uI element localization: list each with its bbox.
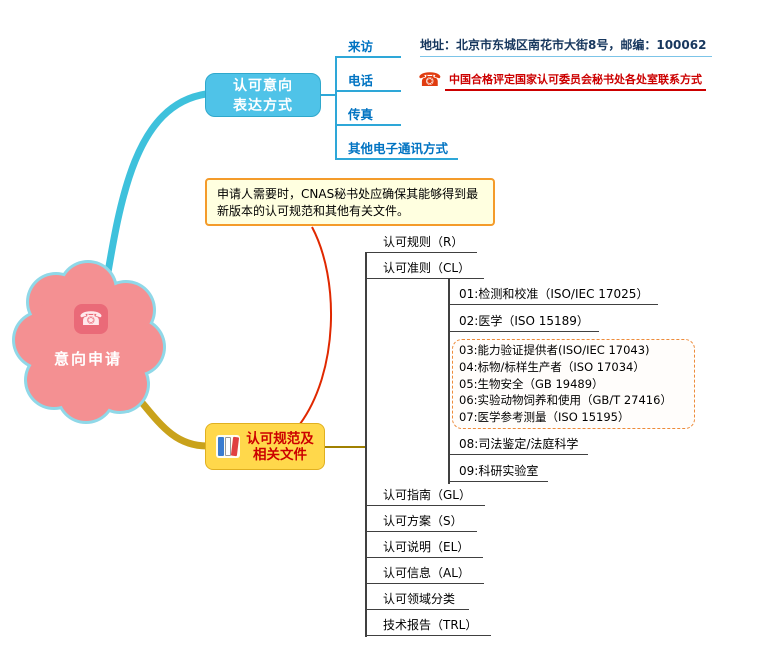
branch-line-documents xyxy=(108,368,211,450)
contact-info-link[interactable]: 中国合格评定国家认可委员会秘书处各处室联系方式 xyxy=(445,70,706,91)
book-blue xyxy=(218,437,225,456)
topic-field-classification[interactable]: 认可领域分类 xyxy=(365,590,470,610)
phone-glyph: ☎ xyxy=(79,308,103,330)
books-icon xyxy=(216,435,241,458)
cnas-note[interactable]: 申请人需要时，CNAS秘书处应确保其能够得到最新版本的认可规范和其他有关文件。 xyxy=(205,178,495,226)
topic-fax[interactable]: 传真 xyxy=(335,105,402,126)
topic-explanations-el[interactable]: 认可说明（EL） xyxy=(365,538,484,558)
topic-rules-r[interactable]: 认可规则（R） xyxy=(365,233,478,253)
topic-expression-line1: 认可意向 xyxy=(233,78,293,94)
book-white xyxy=(225,437,232,456)
topic-expression-methods[interactable]: 认可意向 表达方式 xyxy=(205,73,321,117)
red-telephone-icon: ☎ xyxy=(418,69,442,91)
topic-criteria-09-research-lab[interactable]: 09:科研实验室 xyxy=(448,462,549,482)
topic-guides-gl[interactable]: 认可指南（GL） xyxy=(365,486,485,506)
root-topic[interactable]: ☎ 意向申请 xyxy=(18,260,168,427)
topic-technical-reports-trl[interactable]: 技术报告（TRL） xyxy=(365,616,492,636)
expression-children-bracket xyxy=(335,57,337,160)
topic-schemes-s[interactable]: 认可方案（S） xyxy=(365,512,477,532)
branch-line-expression xyxy=(101,90,210,294)
note-connector-line xyxy=(299,226,332,425)
documents-children-bracket xyxy=(365,252,367,637)
book-red xyxy=(231,436,240,457)
root-topic-label: 意向申请 xyxy=(53,350,122,368)
topic-documents-line1: 认可规范及 xyxy=(246,430,314,447)
topic-criteria-07-medical-reference[interactable]: 07:医学参考测量（ISO 15195） xyxy=(459,410,630,425)
topic-documents[interactable]: 认可规范及 相关文件 xyxy=(205,423,325,470)
criteria-children-bracket xyxy=(448,279,450,484)
topic-other-electronic[interactable]: 其他电子通讯方式 xyxy=(335,139,459,160)
topic-phone[interactable]: 电话 xyxy=(335,71,402,92)
topic-criteria-04-reference-material[interactable]: 04:标物/标样生产者（ISO 17034） xyxy=(459,359,645,374)
topic-information-al[interactable]: 认可信息（AL） xyxy=(365,564,484,584)
topic-criteria-02-medical[interactable]: 02:医学（ISO 15189） xyxy=(448,312,599,332)
topic-criteria-05-biosafety[interactable]: 05:生物安全（GB 19489） xyxy=(459,376,604,391)
topic-criteria-01-testing-calibration[interactable]: 01:检测和校准（ISO/IEC 17025） xyxy=(448,285,659,305)
topic-criteria-06-lab-animal[interactable]: 06:实验动物饲养和使用（GB/T 27416） xyxy=(459,393,672,408)
topic-documents-label: 认可规范及 相关文件 xyxy=(246,431,314,463)
topic-criteria-08-forensic[interactable]: 08:司法鉴定/法庭科学 xyxy=(448,435,589,455)
topic-expression-line2: 表达方式 xyxy=(233,98,293,114)
topic-criteria-cl[interactable]: 认可准则（CL） xyxy=(365,259,485,279)
topic-visit-address[interactable]: 地址：北京市东城区南花市大街8号，邮编：100062 xyxy=(420,36,713,57)
cloud-body xyxy=(28,286,146,394)
topic-visit[interactable]: 来访 xyxy=(335,37,402,58)
topic-criteria-03-proficiency[interactable]: 03:能力验证提供者(ISO/IEC 17043) xyxy=(459,343,650,357)
topic-documents-line2: 相关文件 xyxy=(253,446,307,463)
criteria-boundary-group[interactable]: 03:能力验证提供者(ISO/IEC 17043) 04:标物/标样生产者（IS… xyxy=(452,339,695,429)
phone-badge-icon: ☎ xyxy=(74,304,108,334)
